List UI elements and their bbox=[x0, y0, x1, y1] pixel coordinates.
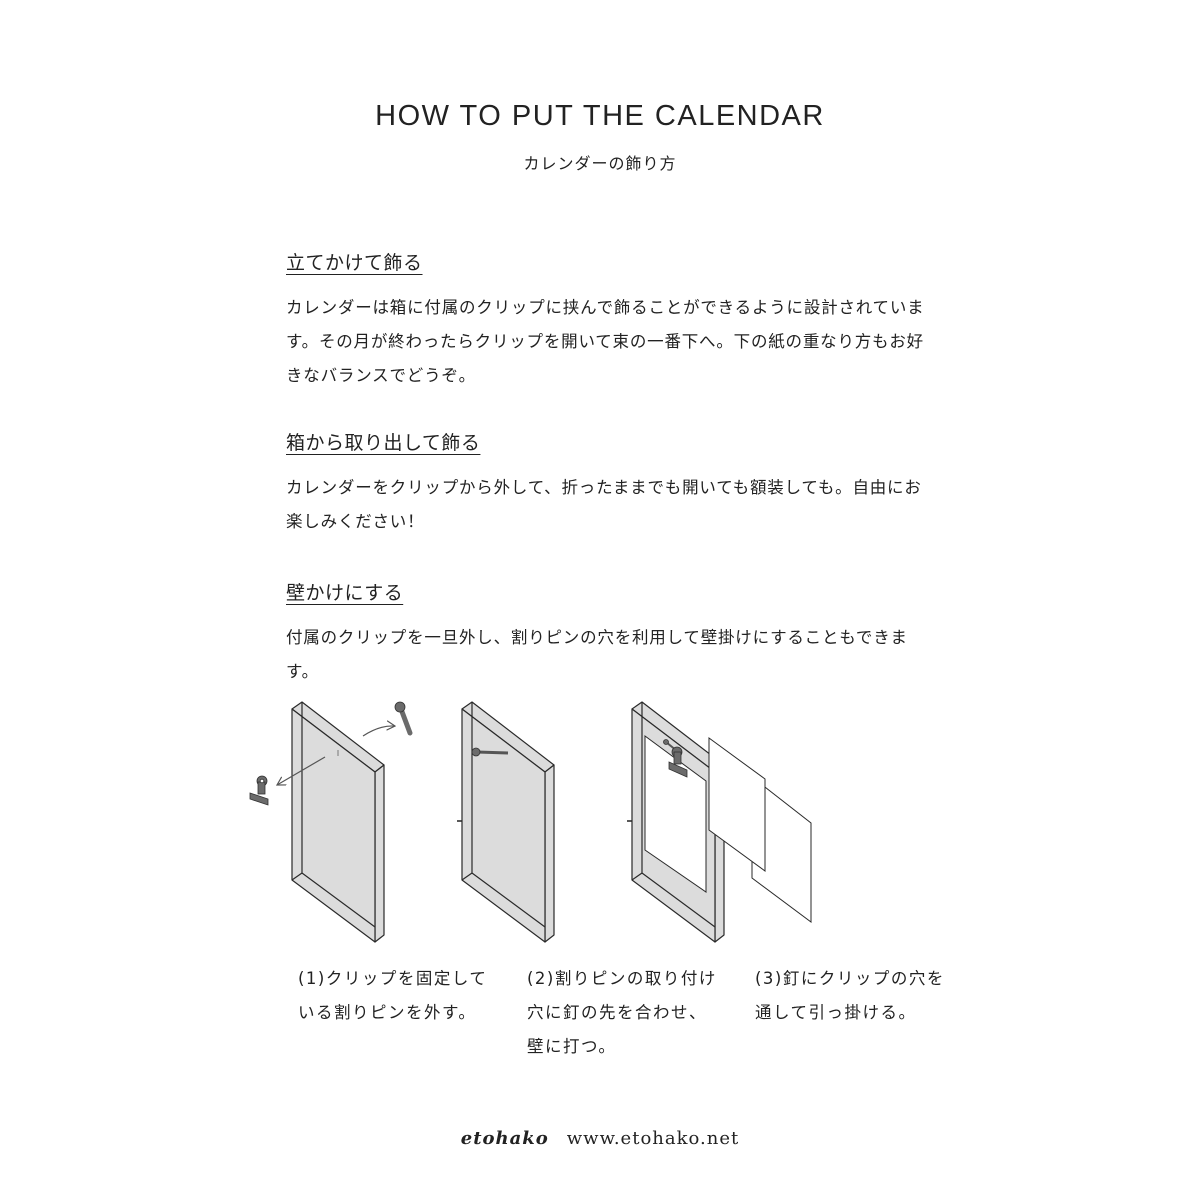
website-link[interactable]: www.etohako.net bbox=[566, 1128, 740, 1149]
frame-step-2 bbox=[461, 701, 555, 943]
step-2-caption: (2)割りピンの取り付け穴に釘の先を合わせ、壁に打つ。 bbox=[527, 969, 717, 1056]
frame-step-1 bbox=[291, 701, 385, 943]
clip-icon bbox=[249, 775, 269, 806]
section-body: 付属のクリップを一旦外し、割りピンの穴を利用して壁掛けにすることもできます。 bbox=[286, 628, 908, 681]
footer: etohako www.etohako.net bbox=[0, 1128, 1200, 1149]
section-heading: 壁かけにする bbox=[286, 582, 404, 604]
step-1-caption: (1)クリップを固定している割りピンを外す。 bbox=[298, 969, 488, 1022]
split-pin-icon bbox=[394, 701, 413, 736]
arrow-remove-clip bbox=[277, 756, 326, 785]
section-wall: 壁かけにする 付属のクリップを一旦外し、割りピンの穴を利用して壁掛けにすることも… bbox=[286, 578, 926, 689]
nail-icon bbox=[471, 747, 509, 757]
brand-logo: etohako bbox=[460, 1128, 549, 1149]
clip-icon bbox=[663, 739, 688, 778]
section-body: カレンダーは箱に付属のクリップに挟んで飾ることができるように設計されています。そ… bbox=[286, 298, 925, 385]
arrow-remove-pin bbox=[362, 726, 395, 737]
section-heading: 箱から取り出して飾る bbox=[286, 432, 481, 454]
step-3-caption: (3)釘にクリップの穴を通して引っ掛ける。 bbox=[755, 969, 945, 1022]
section-remove: 箱から取り出して飾る カレンダーをクリップから外して、折ったままでも開いても額装… bbox=[286, 428, 926, 539]
page-subtitle: カレンダーの飾り方 bbox=[523, 154, 677, 173]
page-title: HOW TO PUT THE CALENDAR bbox=[375, 100, 825, 132]
calendar-sheets bbox=[644, 735, 812, 923]
section-lean: 立てかけて飾る カレンダーは箱に付属のクリップに挟んで飾ることができるように設計… bbox=[286, 248, 926, 393]
section-body: カレンダーをクリップから外して、折ったままでも開いても額装しても。自由にお楽しみ… bbox=[286, 478, 922, 531]
section-heading: 立てかけて飾る bbox=[286, 252, 423, 274]
